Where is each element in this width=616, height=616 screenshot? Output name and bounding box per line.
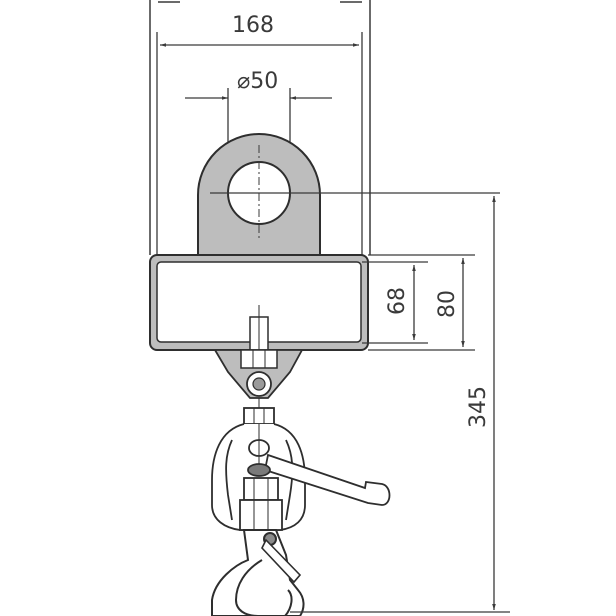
crane-hook — [211, 529, 305, 616]
outer-height-label: 80 — [435, 290, 460, 318]
lifting-eye — [197, 133, 500, 256]
lower-bracket — [213, 349, 304, 399]
height-dimensions — [362, 254, 475, 351]
total-height-dimension — [290, 196, 510, 613]
scale-housing — [149, 254, 369, 351]
release-lever — [263, 453, 391, 506]
width-dimension-label: 168 — [232, 13, 274, 38]
hook-nut — [239, 463, 283, 531]
eye-diameter-label: ⌀50 — [237, 69, 278, 94]
inner-height-label: 68 — [385, 287, 410, 315]
width-dimension — [156, 32, 363, 255]
top-cropped-dimension — [149, 0, 371, 255]
total-height-label: 345 — [466, 386, 491, 428]
